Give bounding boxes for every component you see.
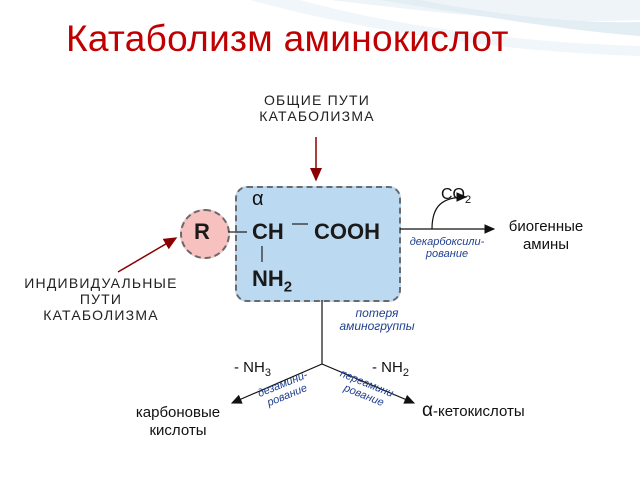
general-pathways-line2: КАТАБОЛИЗМА: [259, 108, 375, 124]
minus-nh3-base: - NH: [234, 359, 265, 376]
page-title: Катаболизм аминокислот: [66, 18, 509, 59]
individual-pathways-line3: КАТАБОЛИЗМА: [43, 307, 159, 323]
individual-pathways-arrow: [117, 237, 178, 273]
amino-acid-box: [235, 186, 401, 302]
minus-nh3-subscript: 3: [264, 367, 271, 379]
background-swoosh: [250, 0, 640, 56]
nh2-group: NH2: [252, 266, 292, 295]
biogenic-amines-line1: биогенные: [508, 218, 584, 235]
nh2-subscript: 2: [283, 278, 293, 296]
minus-nh2-subscript: 2: [402, 367, 409, 379]
decarboxylation-enzyme-label: декарбоксили- рование: [400, 236, 494, 260]
nh2-base: NH: [252, 266, 284, 291]
keto-acids-alpha: α: [422, 400, 433, 421]
amino-group-loss-label: потеря аминогруппы: [325, 307, 429, 333]
minus-nh2-base: - NH: [372, 359, 403, 376]
co2-release-arrow: [431, 192, 468, 230]
keto-acids-text: -кетокислоты: [432, 403, 525, 420]
keto-acids-label: α-кетокислоты: [422, 400, 525, 421]
r-group: R: [194, 219, 210, 244]
r-group-circle: [180, 209, 230, 259]
biogenic-amines-label: биогенные амины: [495, 218, 597, 254]
alpha-symbol: α: [252, 188, 264, 210]
ch-group: CH: [252, 219, 284, 244]
deamination-arrow: [230, 363, 323, 404]
amino-group-loss-line2: аминогруппы: [339, 319, 415, 333]
individual-pathways-line1: ИНДИВИДУАЛЬНЫЕ: [24, 275, 178, 291]
individual-pathways-line2: ПУТИ: [79, 291, 123, 307]
individual-pathways-label: ИНДИВИДУАЛЬНЫЕ ПУТИ КАТАБОЛИЗМА: [10, 275, 192, 323]
carboxylic-acids-label: карбоновые кислоты: [122, 404, 234, 440]
general-pathways-label: ОБЩИЕ ПУТИ КАТАБОЛИЗМА: [255, 92, 379, 124]
amino-group-loss-line1: потеря: [355, 306, 399, 320]
co2-label: CO2: [441, 186, 471, 206]
co2-base: CO: [441, 186, 465, 203]
transamination-arrow: [321, 363, 416, 404]
decarboxylation-line1: декарбоксили-: [409, 236, 485, 248]
minus-nh2-label: - NH2: [372, 359, 409, 379]
general-pathways-line1: ОБЩИЕ ПУТИ: [263, 92, 371, 108]
decarboxylation-line2: рование: [425, 248, 469, 260]
carboxylic-acids-line1: карбоновые: [135, 404, 221, 421]
biogenic-amines-line2: амины: [522, 236, 570, 253]
carboxylic-acids-line2: кислоты: [149, 422, 207, 439]
minus-nh3-label: - NH3: [234, 359, 271, 379]
cooh-group: COOH: [314, 219, 380, 244]
co2-subscript: 2: [465, 194, 472, 207]
